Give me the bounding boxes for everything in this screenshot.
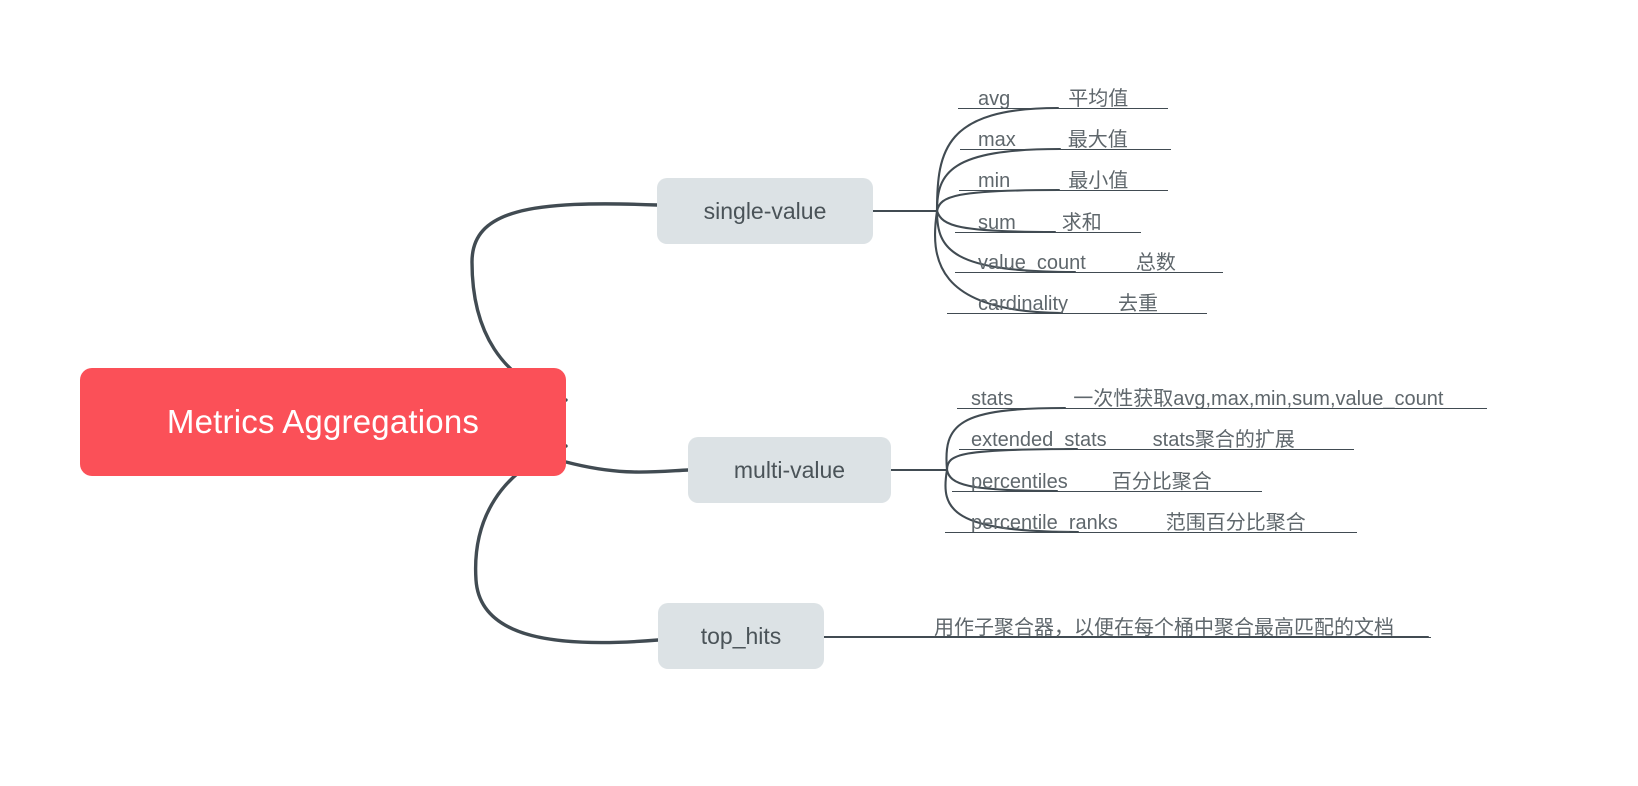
branch-node-label: top_hits	[700, 622, 782, 649]
leaf-underline	[931, 637, 1431, 638]
branch-node-label: single-value	[703, 197, 827, 224]
leaf-row[interactable]: sum 求和	[978, 204, 1102, 236]
leaf-underline	[945, 532, 1357, 533]
leaf-underline	[960, 149, 1171, 150]
leaf-row[interactable]: stats 一次性获取avg,max,min,sum,value_count	[971, 380, 1443, 412]
leaf-key: max	[978, 129, 1016, 151]
leaf-underline	[947, 313, 1207, 314]
leaf-key: percentile_ranks	[971, 512, 1118, 534]
branch-node-label: multi-value	[733, 456, 846, 483]
edge-root-to-multi-value	[564, 460, 690, 474]
leaf-underline	[957, 408, 1487, 409]
leaf-key: cardinality	[978, 293, 1069, 315]
leaf-desc: 去重	[1118, 293, 1159, 315]
leaf-row[interactable]: cardinality 去重	[978, 285, 1158, 317]
leaf-key: stats	[971, 388, 1014, 410]
leaf-desc: 用作子聚合器，以便在每个桶中聚合最高匹配的文档	[934, 617, 1394, 639]
leaf-key: value_count	[978, 252, 1086, 274]
leaf-underline	[959, 449, 1354, 450]
leaf-key: extended_stats	[971, 429, 1107, 451]
leaf-desc: 范围百分比聚合	[1165, 512, 1306, 534]
leaf-underline	[955, 272, 1223, 273]
root-node[interactable]: Metrics Aggregations	[80, 368, 566, 476]
branch-node-single-value[interactable]: single-value	[657, 178, 873, 244]
leaf-underline	[958, 108, 1168, 109]
leaf-underline	[955, 232, 1141, 233]
leaf-desc: 最大值	[1067, 129, 1128, 151]
leaf-row[interactable]: extended_stats stats聚合的扩展	[971, 421, 1295, 453]
leaf-desc: stats聚合的扩展	[1152, 429, 1295, 451]
leaf-desc: 求和	[1061, 212, 1102, 234]
branch-node-top-hits[interactable]: top_hits	[658, 603, 824, 669]
leaf-key: sum	[978, 212, 1016, 234]
leaf-desc: 最小值	[1068, 170, 1129, 192]
leaf-row[interactable]: min 最小值	[978, 162, 1128, 194]
leaf-row[interactable]: value_count 总数	[978, 244, 1176, 276]
leaf-desc: 百分比聚合	[1111, 471, 1212, 493]
leaf-desc: 平均值	[1068, 88, 1129, 110]
leaf-desc: 总数	[1135, 252, 1176, 274]
leaf-row[interactable]: max 最大值	[978, 121, 1128, 153]
leaf-key: avg	[978, 88, 1011, 110]
leaf-underline	[952, 491, 1262, 492]
leaf-desc: 一次性获取avg,max,min,sum,value_count	[1073, 388, 1444, 410]
leaf-key: percentiles	[971, 471, 1068, 493]
leaf-row[interactable]: percentiles 百分比聚合	[971, 463, 1212, 495]
branch-node-multi-value[interactable]: multi-value	[688, 437, 891, 503]
leaf-key: min	[978, 170, 1011, 192]
leaf-underline	[959, 190, 1168, 191]
leaf-row[interactable]: avg 平均值	[978, 80, 1128, 112]
root-node-label: Metrics Aggregations	[166, 403, 480, 440]
leaf-row[interactable]: percentile_ranks 范围百分比聚合	[971, 504, 1306, 536]
leaf-row[interactable]: 用作子聚合器，以便在每个桶中聚合最高匹配的文档	[934, 609, 1394, 641]
